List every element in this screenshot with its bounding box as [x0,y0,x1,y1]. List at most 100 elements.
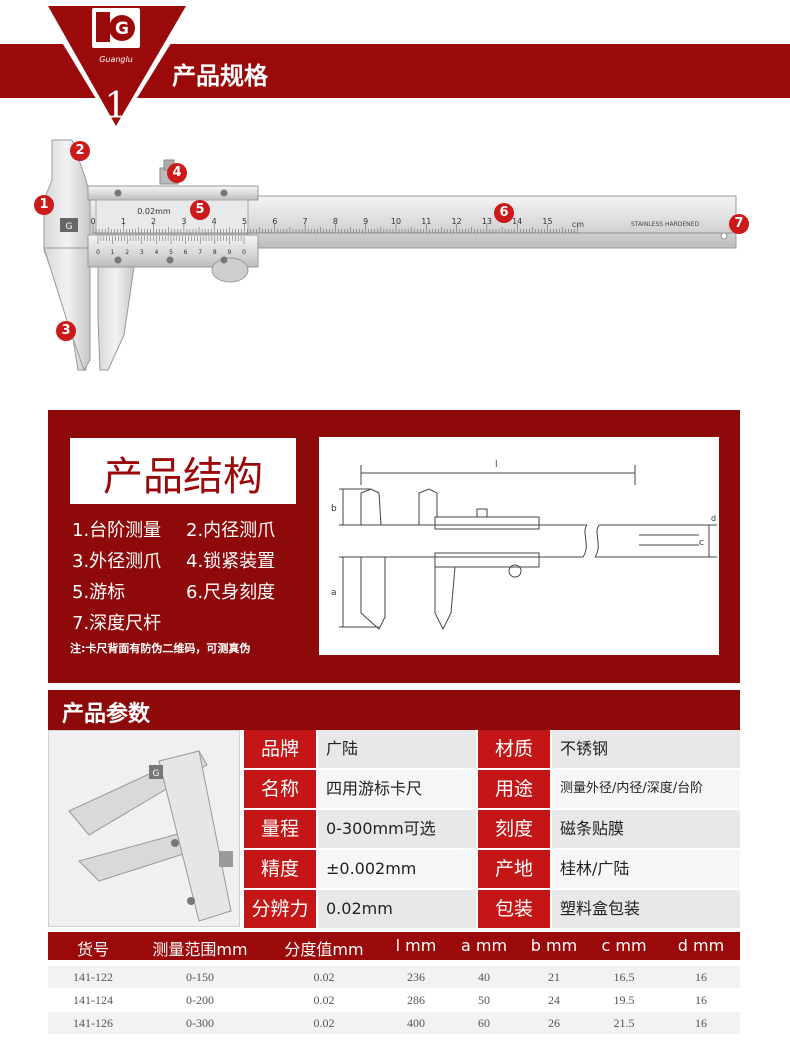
spec-cell: 286 [407,993,425,1007]
vernier-number: 0 [96,249,100,256]
vernier-number: 4 [154,249,158,256]
feature-5: 5.游标 [72,582,126,603]
vernier-number: 6 [184,249,188,256]
spec-cell: 0.02 [313,993,335,1007]
param-row-1: 品牌 广陆 材质 不锈钢 [244,730,740,768]
scale-number: 1 [121,217,126,226]
param-label: 量程 [244,810,316,848]
dim-a: a [331,588,337,598]
vernier-number: 1 [111,249,115,256]
param-label: 名称 [244,770,316,808]
param-value: 塑料盒包装 [552,890,740,928]
param-label: 精度 [244,850,316,888]
spec-cell: 0-200 [186,993,214,1007]
param-value: 四用游标卡尺 [318,770,476,808]
param-label: 用途 [478,770,550,808]
param-row-4: 精度 ±0.002mm 产地 桂林/广陆 [244,850,740,888]
param-row-5: 分辨力 0.02mm 包装 塑料盒包装 [244,890,740,928]
spec-col-header: c mm [601,936,647,955]
anti-counterfeit-note: 注:卡尺背面有防伪二维码，可测真伪 [70,642,251,655]
page-title: 产品规格 [172,62,268,90]
feature-1: 1.台阶测量 [72,520,162,541]
param-label: 材质 [478,730,550,768]
callout-3: 3 [56,321,76,341]
section-number: 1 [105,86,128,127]
param-value: ±0.002mm [318,850,476,888]
param-label: 包装 [478,890,550,928]
scale-number: 10 [391,217,401,226]
spec-cell: 0-150 [186,970,214,984]
spec-table-header [48,932,740,960]
spec-col-header: a mm [460,936,508,955]
spec-cell: 141-126 [73,1016,113,1030]
param-value: 广陆 [318,730,476,768]
spec-cell: 50 [478,993,490,1007]
vernier-number: 7 [198,249,202,256]
svg-text:G: G [115,19,129,39]
spec-col-header: d mm [677,936,725,955]
scale-unit: cm [572,220,584,229]
spec-cell: 16 [695,993,707,1007]
spec-cell: 400 [407,1016,425,1030]
scale-number: 6 [272,217,277,226]
caliper-closeup-photo: G [48,730,240,927]
param-label: 分辨力 [244,890,316,928]
param-value: 磁条贴膜 [552,810,740,848]
svg-text:G: G [153,769,160,779]
feature-2: 2.内径测爪 [186,520,276,541]
structure-title: 产品结构 [103,454,263,500]
header-badge: G Guanglu 1 [40,6,194,132]
scale-number: 13 [482,217,492,226]
spec-cell: 16.5 [613,970,635,984]
spec-cell: 236 [407,970,425,984]
spec-col-header: l mm [395,936,437,955]
scale-number: 5 [242,217,247,226]
spec-cell: 141-124 [73,993,113,1007]
spec-row: 141-122 0-150 0.02 236 40 21 16.5 16 [48,966,740,988]
spec-cell: 141-122 [73,970,113,984]
spec-col-header: 货号 [76,940,109,959]
scale-number: 4 [212,217,217,226]
spec-cell: 0.02 [313,1016,335,1030]
spec-cell: 0-300 [186,1016,214,1030]
params-title: 产品参数 [62,702,151,727]
svg-text:G: G [66,222,73,232]
spec-cell: 24 [548,993,560,1007]
dim-d: d [711,514,716,523]
scale-number: 9 [363,217,368,226]
scale-number: 12 [452,217,462,226]
spec-cell: 0.02 [313,970,335,984]
feature-7: 7.深度尺杆 [72,613,162,634]
spec-row: 141-126 0-300 0.02 400 60 26 21.5 16 [48,1012,740,1034]
callout-5: 5 [190,200,210,220]
param-label: 产地 [478,850,550,888]
spec-col-header: b mm [530,936,578,955]
vernier-number: 2 [125,249,129,256]
spec-cell: 26 [548,1016,560,1030]
spec-cell: 60 [478,1016,490,1030]
vernier-number: 5 [169,249,173,256]
feature-6: 6.尺身刻度 [186,582,276,603]
param-value: 0.02mm [318,890,476,928]
spec-cell: 21 [548,970,560,984]
spec-cell: 19.5 [613,993,635,1007]
param-label: 刻度 [478,810,550,848]
scale-number: 7 [303,217,308,226]
scale-number: 11 [421,217,431,226]
callout-4: 4 [167,163,187,183]
param-label: 品牌 [244,730,316,768]
callout-6: 6 [494,203,514,223]
spec-col-header: 测量范围mm [152,940,248,959]
param-row-2: 名称 四用游标卡尺 用途 测量外径/内径/深度/台阶 [244,770,740,808]
structure-title-box [70,438,296,504]
feature-3: 3.外径测爪 [72,551,162,572]
spec-cell: 16 [695,970,707,984]
scale-number: 14 [512,217,522,226]
vernier-number: 8 [213,249,217,256]
scale-number: 15 [542,217,552,226]
feature-4: 4.锁紧装置 [186,551,276,572]
spec-col-header: 分度值mm [284,940,364,959]
spec-cell: 16 [695,1016,707,1030]
callout-1: 1 [34,195,54,215]
spec-cell: 40 [478,970,490,984]
